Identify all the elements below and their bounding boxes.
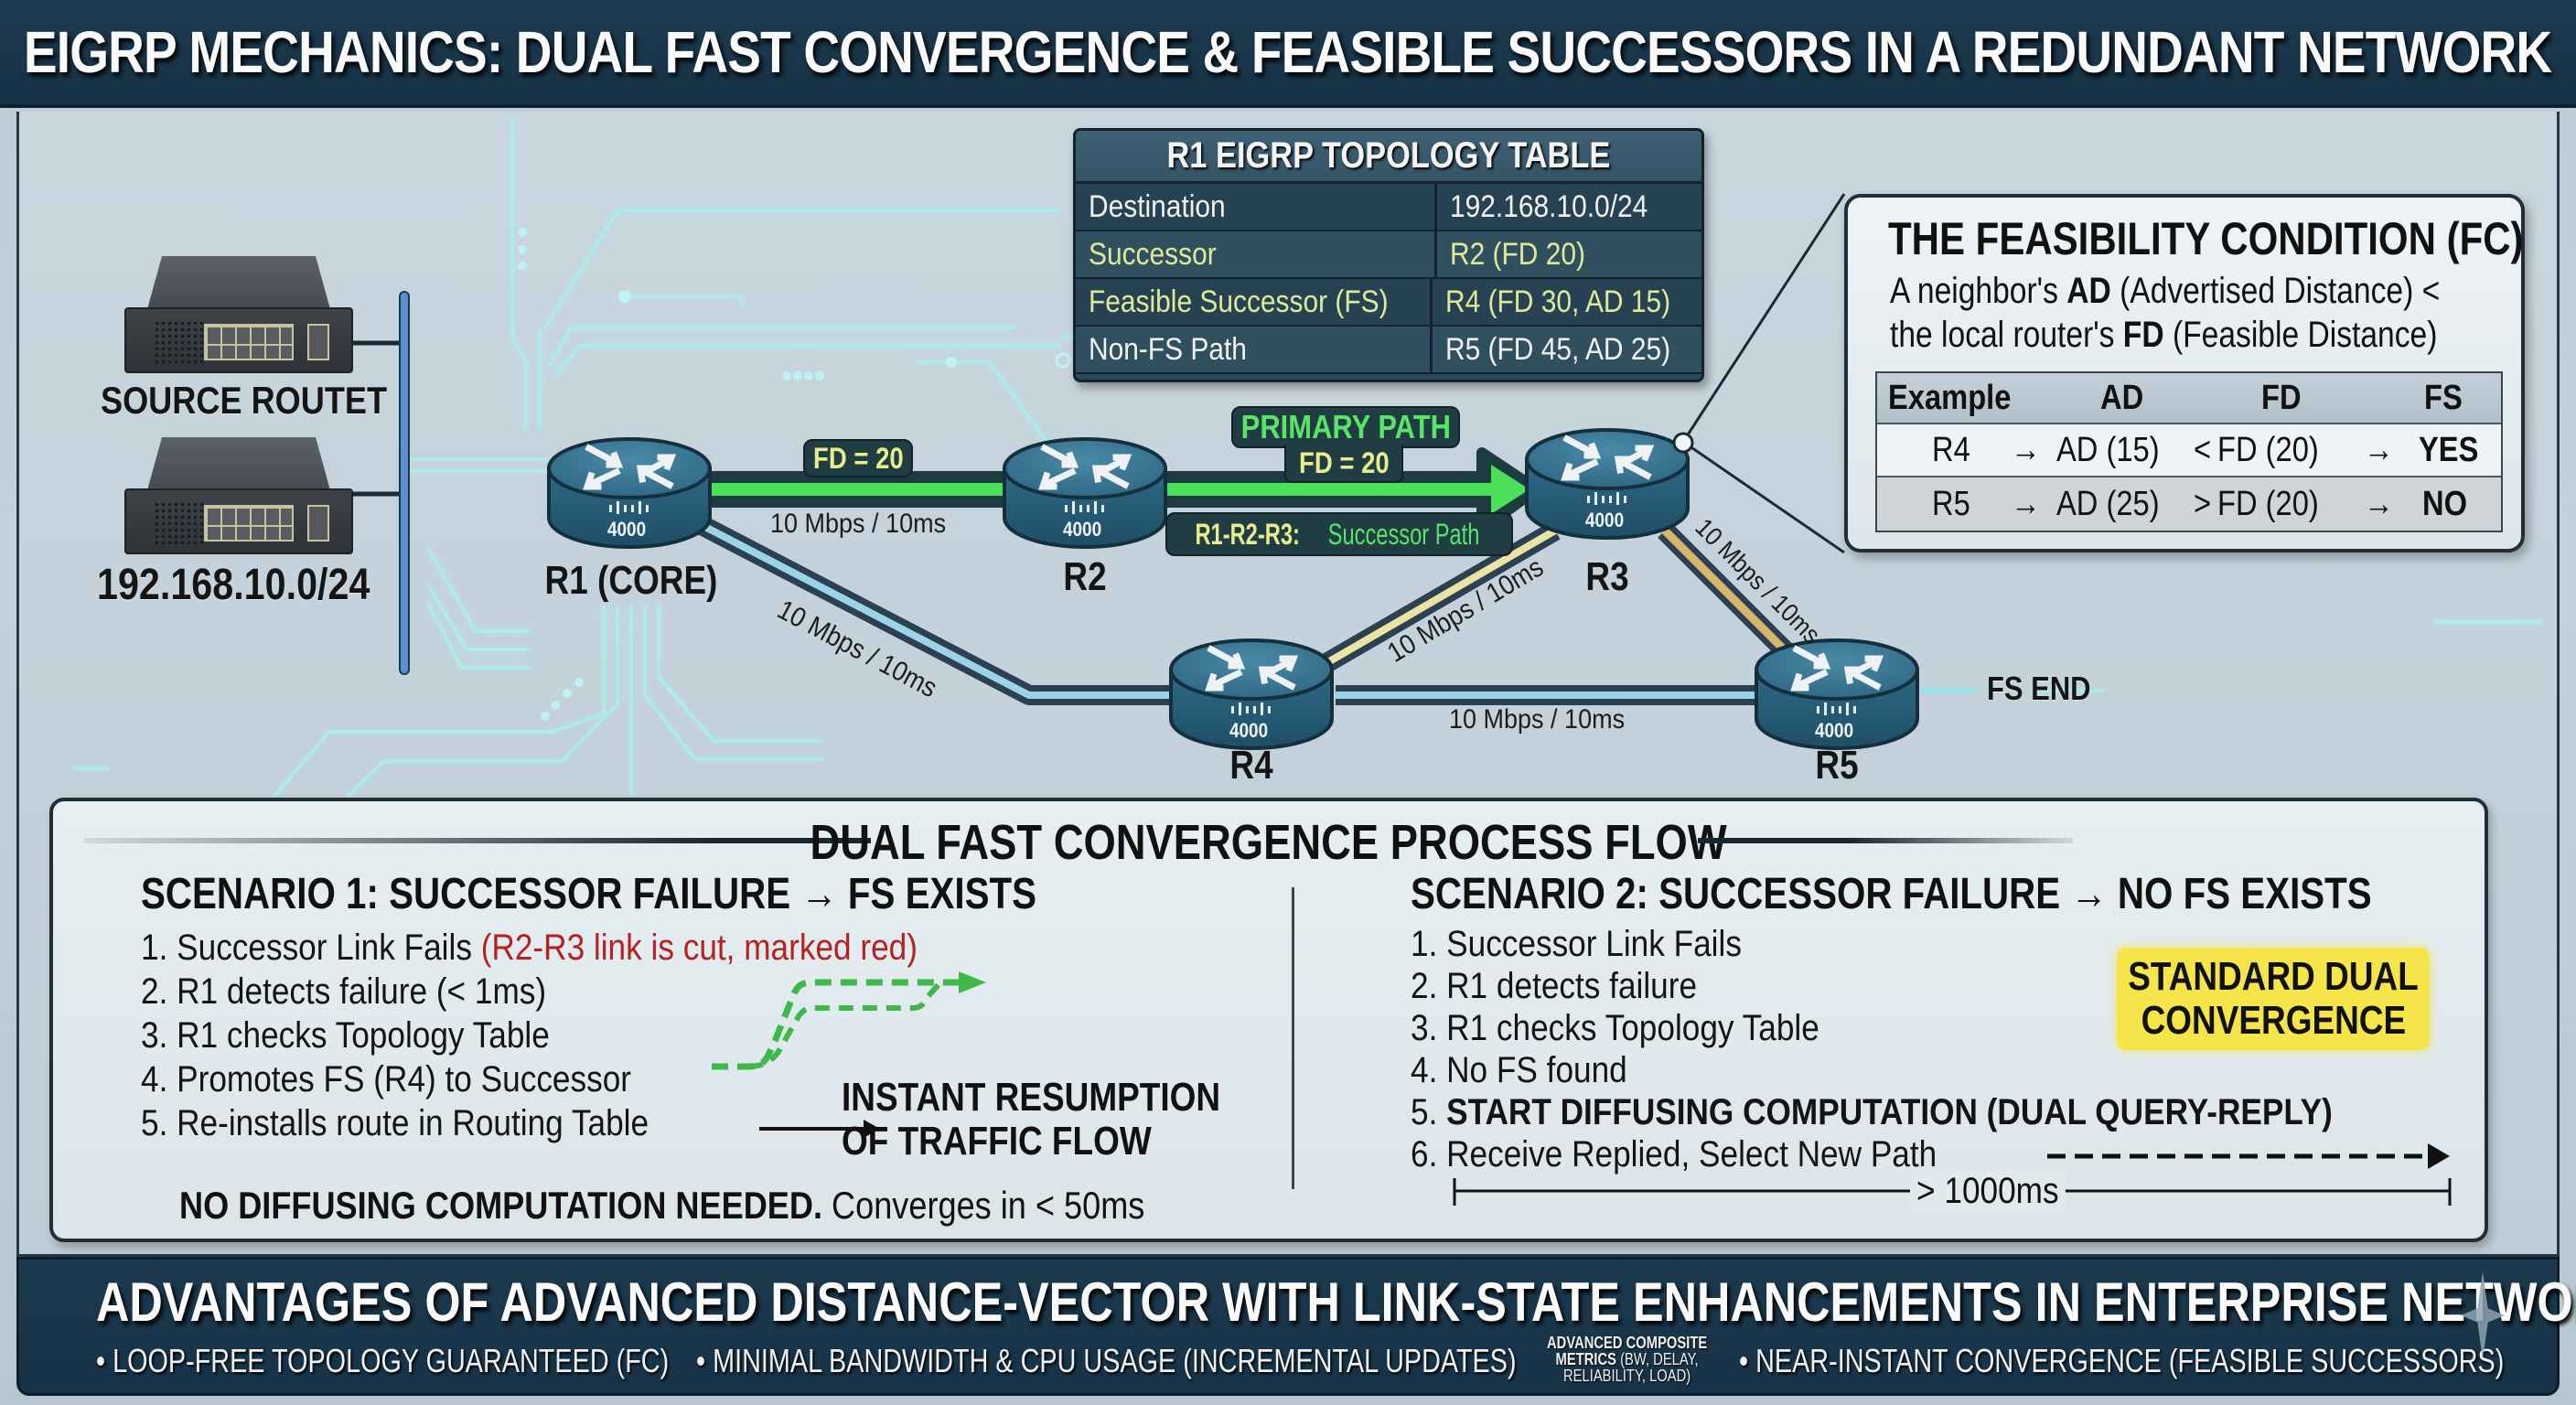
scenario-1-note: NO DIFFUSING COMPUTATION NEEDED. Converg… bbox=[179, 1184, 1145, 1227]
scenario-1-step-5: 5. Re-installs route in Routing Table bbox=[141, 1103, 649, 1143]
fs-reroute-arrows bbox=[712, 971, 986, 1138]
topology-row: Destination 192.168.10.0/24 bbox=[1076, 184, 1701, 231]
link-r1-r2-fd-badge: FD = 20 bbox=[803, 439, 913, 477]
successor-path-suffix: Successor Path bbox=[1327, 517, 1480, 551]
topology-row: Non-FS Path R5 (FD 45, AD 25) bbox=[1076, 327, 1701, 374]
circuit-dots bbox=[518, 228, 1071, 721]
scenario-2-step-4: 4. No FS found bbox=[1411, 1050, 1627, 1090]
link-r4-r5-label: 10 Mbps / 10ms bbox=[1449, 704, 1626, 735]
successor-path-badge: R1-R2-R3: Successor Path bbox=[1165, 512, 1513, 556]
advantage-near-instant: • NEAR-INSTANT CONVERGENCE (FEASIBLE SUC… bbox=[1739, 1342, 2505, 1379]
link-r4-r3 bbox=[1321, 521, 1561, 672]
router-r4-model: 4000 bbox=[1229, 719, 1269, 742]
link-r1-r4 bbox=[671, 503, 1171, 705]
timeline-arrowhead bbox=[2428, 1143, 2450, 1169]
circuit-traces bbox=[73, 119, 2543, 798]
router-r3-model: 4000 bbox=[1585, 509, 1625, 531]
scenario-2-step-5: 5. START DIFFUSING COMPUTATION (DUAL QUE… bbox=[1411, 1092, 2333, 1132]
flow-title-rule-left bbox=[84, 838, 871, 843]
link-r3-r5 bbox=[1658, 523, 1800, 666]
topology-row-value: R4 (FD 30, AD 15) bbox=[1445, 284, 1671, 319]
fc-table-header: Example AD FD FS bbox=[1877, 373, 2501, 424]
convergence-flow-panel: DUAL FAST CONVERGENCE PROCESS FLOW SCENA… bbox=[49, 798, 2488, 1242]
topology-row-value: 192.168.10.0/24 bbox=[1450, 188, 1648, 224]
primary-path-badge: PRIMARY PATH bbox=[1231, 406, 1460, 448]
fc-header-fs: FS bbox=[2424, 378, 2463, 417]
callout-anchor bbox=[1672, 432, 1694, 454]
scenario-1-step-1: 1. Successor Link Fails (R2-R3 link is c… bbox=[141, 928, 918, 968]
topology-row: Feasible Successor (FS) R4 (FD 30, AD 15) bbox=[1076, 279, 1701, 327]
scenario-2-step-1: 1. Successor Link Fails bbox=[1411, 924, 1742, 964]
router-r4-label: R4 bbox=[1229, 743, 1273, 788]
router-r1-model: 4000 bbox=[607, 518, 647, 541]
router-r1-label: R1 (CORE) bbox=[544, 558, 718, 603]
fc-result-yes: YES bbox=[2419, 430, 2479, 469]
source-switch-2[interactable] bbox=[124, 437, 353, 556]
network-topology bbox=[73, 119, 2543, 798]
reinstall-arrowhead bbox=[864, 1120, 880, 1138]
topology-row-key: Non-FS Path bbox=[1076, 327, 1433, 372]
topology-row-value: R2 (FD 20) bbox=[1450, 236, 1585, 272]
link-r2-r3-fd-badge: FD = 20 bbox=[1284, 445, 1403, 483]
link-r1-r2-label: 10 Mbps / 10ms bbox=[770, 509, 947, 539]
fc-callout-lines bbox=[1681, 193, 1846, 554]
scenario-1-step-4: 4. Promotes FS (R4) to Successor bbox=[141, 1059, 632, 1099]
successor-path-prefix: R1-R2-R3: bbox=[1195, 517, 1301, 551]
source-switch-1[interactable] bbox=[124, 256, 353, 375]
timeline-duration-label: > 1000ms bbox=[1910, 1171, 2066, 1212]
scenario-divider bbox=[1292, 887, 1294, 1189]
fc-title: THE FEASIBILITY CONDITION (FC) bbox=[1888, 213, 2524, 264]
source-network-label: 192.168.10.0/24 bbox=[97, 561, 370, 609]
advantages-footer: ADVANTAGES OF ADVANCED DISTANCE-VECTOR W… bbox=[16, 1257, 2576, 1396]
topology-row-key: Feasible Successor (FS) bbox=[1076, 279, 1433, 325]
topology-row-key: Successor bbox=[1076, 231, 1437, 277]
fc-header-fd: FD bbox=[2261, 378, 2302, 417]
scenario-2-step-6: 6. Receive Replied, Select New Path bbox=[1411, 1134, 1937, 1174]
link-bus-r1 bbox=[410, 457, 549, 473]
flow-title: DUAL FAST CONVERGENCE PROCESS FLOW bbox=[810, 815, 1728, 870]
flow-title-rule-right bbox=[1698, 838, 2073, 843]
topology-row-key: Destination bbox=[1076, 184, 1437, 230]
standard-dual-badge: STANDARD DUAL CONVERGENCE bbox=[2117, 948, 2430, 1050]
topology-table: R1 EIGRP TOPOLOGY TABLE Destination 192.1… bbox=[1073, 128, 1704, 382]
scenario-1-step-3: 3. R1 checks Topology Table bbox=[141, 1015, 550, 1056]
advantage-loop-free: • LOOP-FREE TOPOLOGY GUARANTEED (FC) bbox=[96, 1342, 670, 1379]
fc-header-ad: AD bbox=[2100, 378, 2144, 417]
scenario-2-title: SCENARIO 2: SUCCESSOR FAILURE → NO FS EX… bbox=[1411, 870, 2372, 918]
scenario-2-step-2: 2. R1 detects failure bbox=[1411, 966, 1698, 1006]
router-r2-label: R2 bbox=[1063, 554, 1107, 599]
router-r2-model: 4000 bbox=[1063, 518, 1102, 541]
page-title: EIGRP MECHANICS: DUAL FAST CONVERGENCE &… bbox=[24, 19, 2552, 85]
topology-row-value: R5 (FD 45, AD 25) bbox=[1445, 331, 1671, 367]
fc-description: A neighbor's AD (Advertised Distance) < … bbox=[1890, 271, 2441, 355]
router-r3-label: R3 bbox=[1585, 554, 1629, 599]
topology-row: Successor R2 (FD 20) bbox=[1076, 231, 1701, 279]
scenario-1-step-2: 2. R1 detects failure (< 1ms) bbox=[141, 971, 547, 1012]
advantage-minimal-bandwidth: • MINIMAL BANDWIDTH & CPU USAGE (INCREME… bbox=[696, 1342, 1517, 1379]
scenario-2-step-3: 3. R1 checks Topology Table bbox=[1411, 1008, 1819, 1048]
router-r5-model: 4000 bbox=[1815, 719, 1854, 742]
link-r2-r3-primary-arrow bbox=[1162, 447, 1542, 534]
footer-title: ADVANTAGES OF ADVANCED DISTANCE-VECTOR W… bbox=[96, 1271, 2576, 1333]
fc-example-table: Example AD FD FS R4 → AD (15) < FD (20) … bbox=[1875, 371, 2503, 532]
feasibility-condition-card: THE FEASIBILITY CONDITION (FC) A neighbo… bbox=[1844, 194, 2525, 552]
title-bar: EIGRP MECHANICS: DUAL FAST CONVERGENCE &… bbox=[0, 0, 2576, 108]
fs-reroute-arrowhead bbox=[959, 971, 986, 993]
router-r5-label: R5 bbox=[1815, 743, 1859, 788]
topology-table-title: R1 EIGRP TOPOLOGY TABLE bbox=[1076, 131, 1701, 184]
fs-end-label: FS END bbox=[1987, 670, 2091, 707]
fc-header-example: Example bbox=[1888, 378, 2012, 417]
network-bus bbox=[399, 291, 410, 675]
fc-result-no: NO bbox=[2422, 484, 2468, 523]
fc-row-r5: R5 → AD (25) > FD (20) → NO bbox=[1877, 477, 2501, 531]
fc-row-r4: R4 → AD (15) < FD (20) → YES bbox=[1877, 424, 2501, 477]
source-router-label: SOURCE ROUTET bbox=[101, 379, 388, 422]
scenario-1-title: SCENARIO 1: SUCCESSOR FAILURE → FS EXIST… bbox=[141, 870, 1037, 918]
